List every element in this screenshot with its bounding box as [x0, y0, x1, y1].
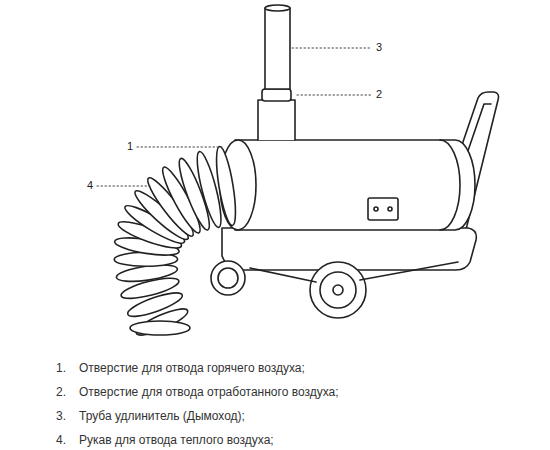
- wheel: [310, 262, 366, 318]
- chimney-top: [265, 5, 290, 11]
- list-item: Труба удлинитель (Дымоход);: [79, 409, 245, 423]
- callout-number: 2: [376, 88, 382, 101]
- list-number: 4.: [56, 433, 66, 447]
- callout-number: 1: [127, 140, 133, 153]
- control-panel: [368, 198, 398, 220]
- wheel-hub: [333, 285, 343, 295]
- flexible-hose: [114, 145, 240, 339]
- hose-end: [130, 321, 190, 335]
- chimney-pipe: [265, 8, 290, 89]
- leader-line: [297, 95, 372, 96]
- heater-body: [235, 140, 475, 230]
- pipe-collar: [262, 89, 291, 101]
- hose-ring: [213, 145, 240, 226]
- list-item: Рукав для отвода теплого воздуха;: [79, 433, 274, 447]
- wheel: [211, 261, 245, 295]
- list-number: 1.: [56, 361, 66, 375]
- body-end: [440, 140, 460, 230]
- callout-number: 4: [87, 179, 93, 192]
- list-number: 2.: [56, 385, 66, 399]
- leader-line: [137, 147, 222, 148]
- leader-line: [292, 48, 372, 49]
- knob: [388, 207, 392, 211]
- callout-number: 3: [376, 41, 382, 54]
- wheel-rim: [218, 268, 238, 288]
- frame: [250, 262, 458, 282]
- exhaust-outlet: [258, 100, 295, 140]
- knob: [374, 207, 378, 211]
- leader-line: [97, 186, 150, 187]
- list-item: Отверстие для отвода отработанного возду…: [79, 385, 339, 399]
- list-item: Отверстие для отвода горячего воздуха;: [79, 361, 305, 375]
- wheel-rim: [320, 272, 356, 308]
- list-number: 3.: [56, 409, 66, 423]
